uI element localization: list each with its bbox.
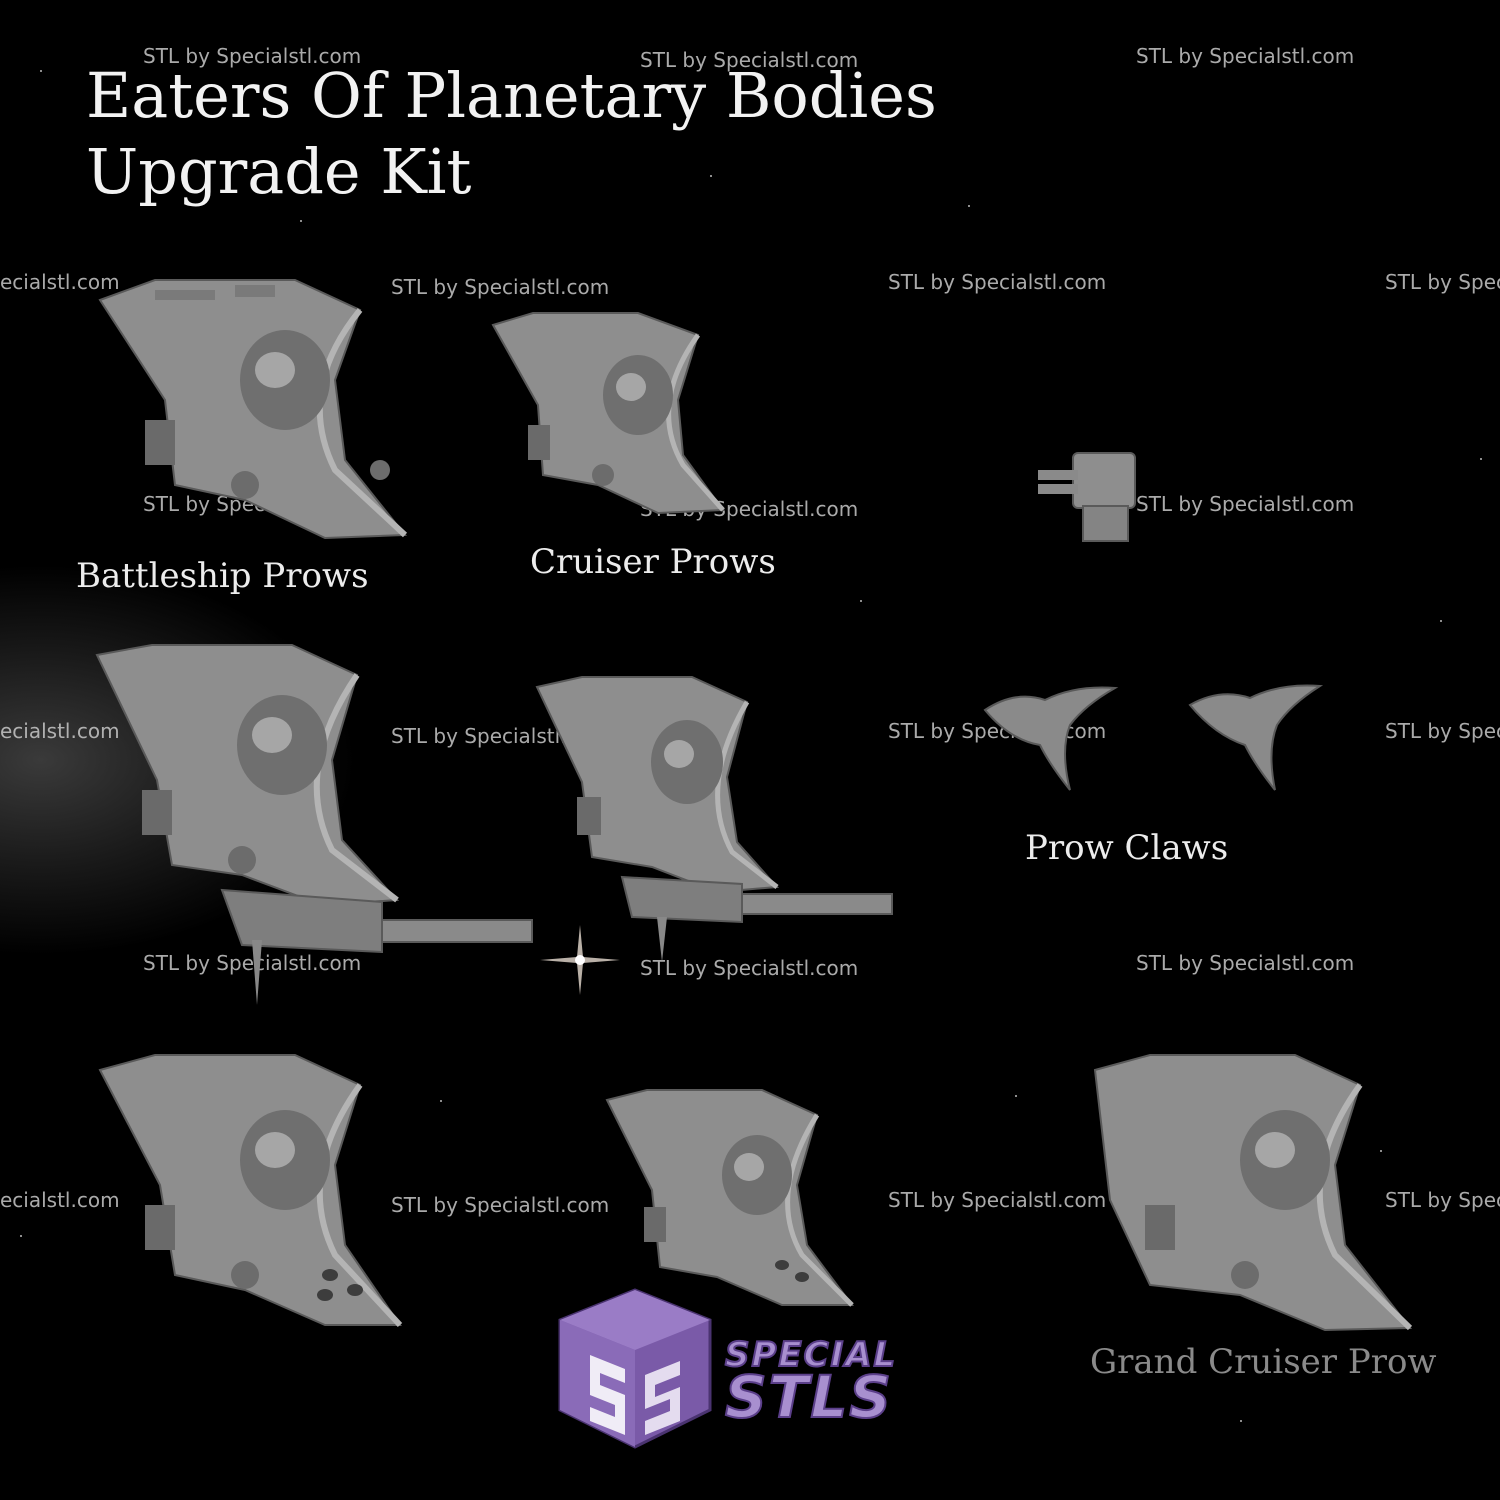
watermark: STL by Spec <box>1385 1188 1500 1212</box>
watermark: STL by Specialstl.com <box>391 1193 610 1217</box>
battleship-prow-lance-model <box>95 644 533 1005</box>
special-stls-logo: SPECIAL STLS <box>550 1285 970 1455</box>
prow-claw-left-model <box>983 686 1119 791</box>
watermark: STL by Specialstl.com <box>640 48 859 72</box>
battleship-prow-alt-model <box>98 1054 403 1328</box>
watermark: STL by Specialstl.com <box>1136 492 1355 516</box>
logo-text-special: SPECIAL <box>724 1334 898 1376</box>
watermark: STL by Specialstl.com <box>1136 951 1355 975</box>
battleship-prow-model <box>98 279 408 540</box>
watermark: STL by Specialstl.com <box>143 951 362 975</box>
watermark: STL by Specialstl.com <box>888 270 1107 294</box>
cruiser-prow-model <box>491 312 725 515</box>
grand-cruiser-prow-label: Grand Cruiser Prow <box>1090 1342 1437 1382</box>
watermark: ecialstl.com <box>0 1188 120 1212</box>
cruiser-prow-lance-model <box>535 676 893 962</box>
watermark: STL by Specialstl.com <box>1136 44 1355 68</box>
prow-claw-right-model <box>1188 684 1324 791</box>
grand-cruiser-prow-model <box>1093 1054 1413 1332</box>
watermark: ecialstl.com <box>0 719 120 743</box>
turret-model <box>1038 452 1136 542</box>
logo-text-stls: STLS <box>724 1362 894 1432</box>
star-flare <box>540 925 620 995</box>
logo-cube-icon <box>558 1288 712 1449</box>
watermark: STL by Specialstl.com <box>640 956 859 980</box>
watermark: STL by Specialstl.com <box>888 1188 1107 1212</box>
cruiser-prow-alt-model <box>605 1089 854 1307</box>
watermark: ecialstl.com <box>0 270 120 294</box>
title-line-1: Eaters Of Planetary Bodies <box>86 59 937 132</box>
cruiser-prows-label: Cruiser Prows <box>530 542 776 582</box>
page-title: Eaters Of Planetary Bodies Upgrade Kit <box>86 58 937 210</box>
battleship-prows-label: Battleship Prows <box>76 556 369 596</box>
watermark: STL by Spec <box>1385 719 1500 743</box>
watermark: STL by Spec <box>1385 270 1500 294</box>
watermark: STL by Specialstl.com <box>391 275 610 299</box>
prow-claws-label: Prow Claws <box>1025 828 1229 868</box>
title-line-2: Upgrade Kit <box>86 135 472 208</box>
watermark: STL by Specialstl.com <box>143 44 362 68</box>
